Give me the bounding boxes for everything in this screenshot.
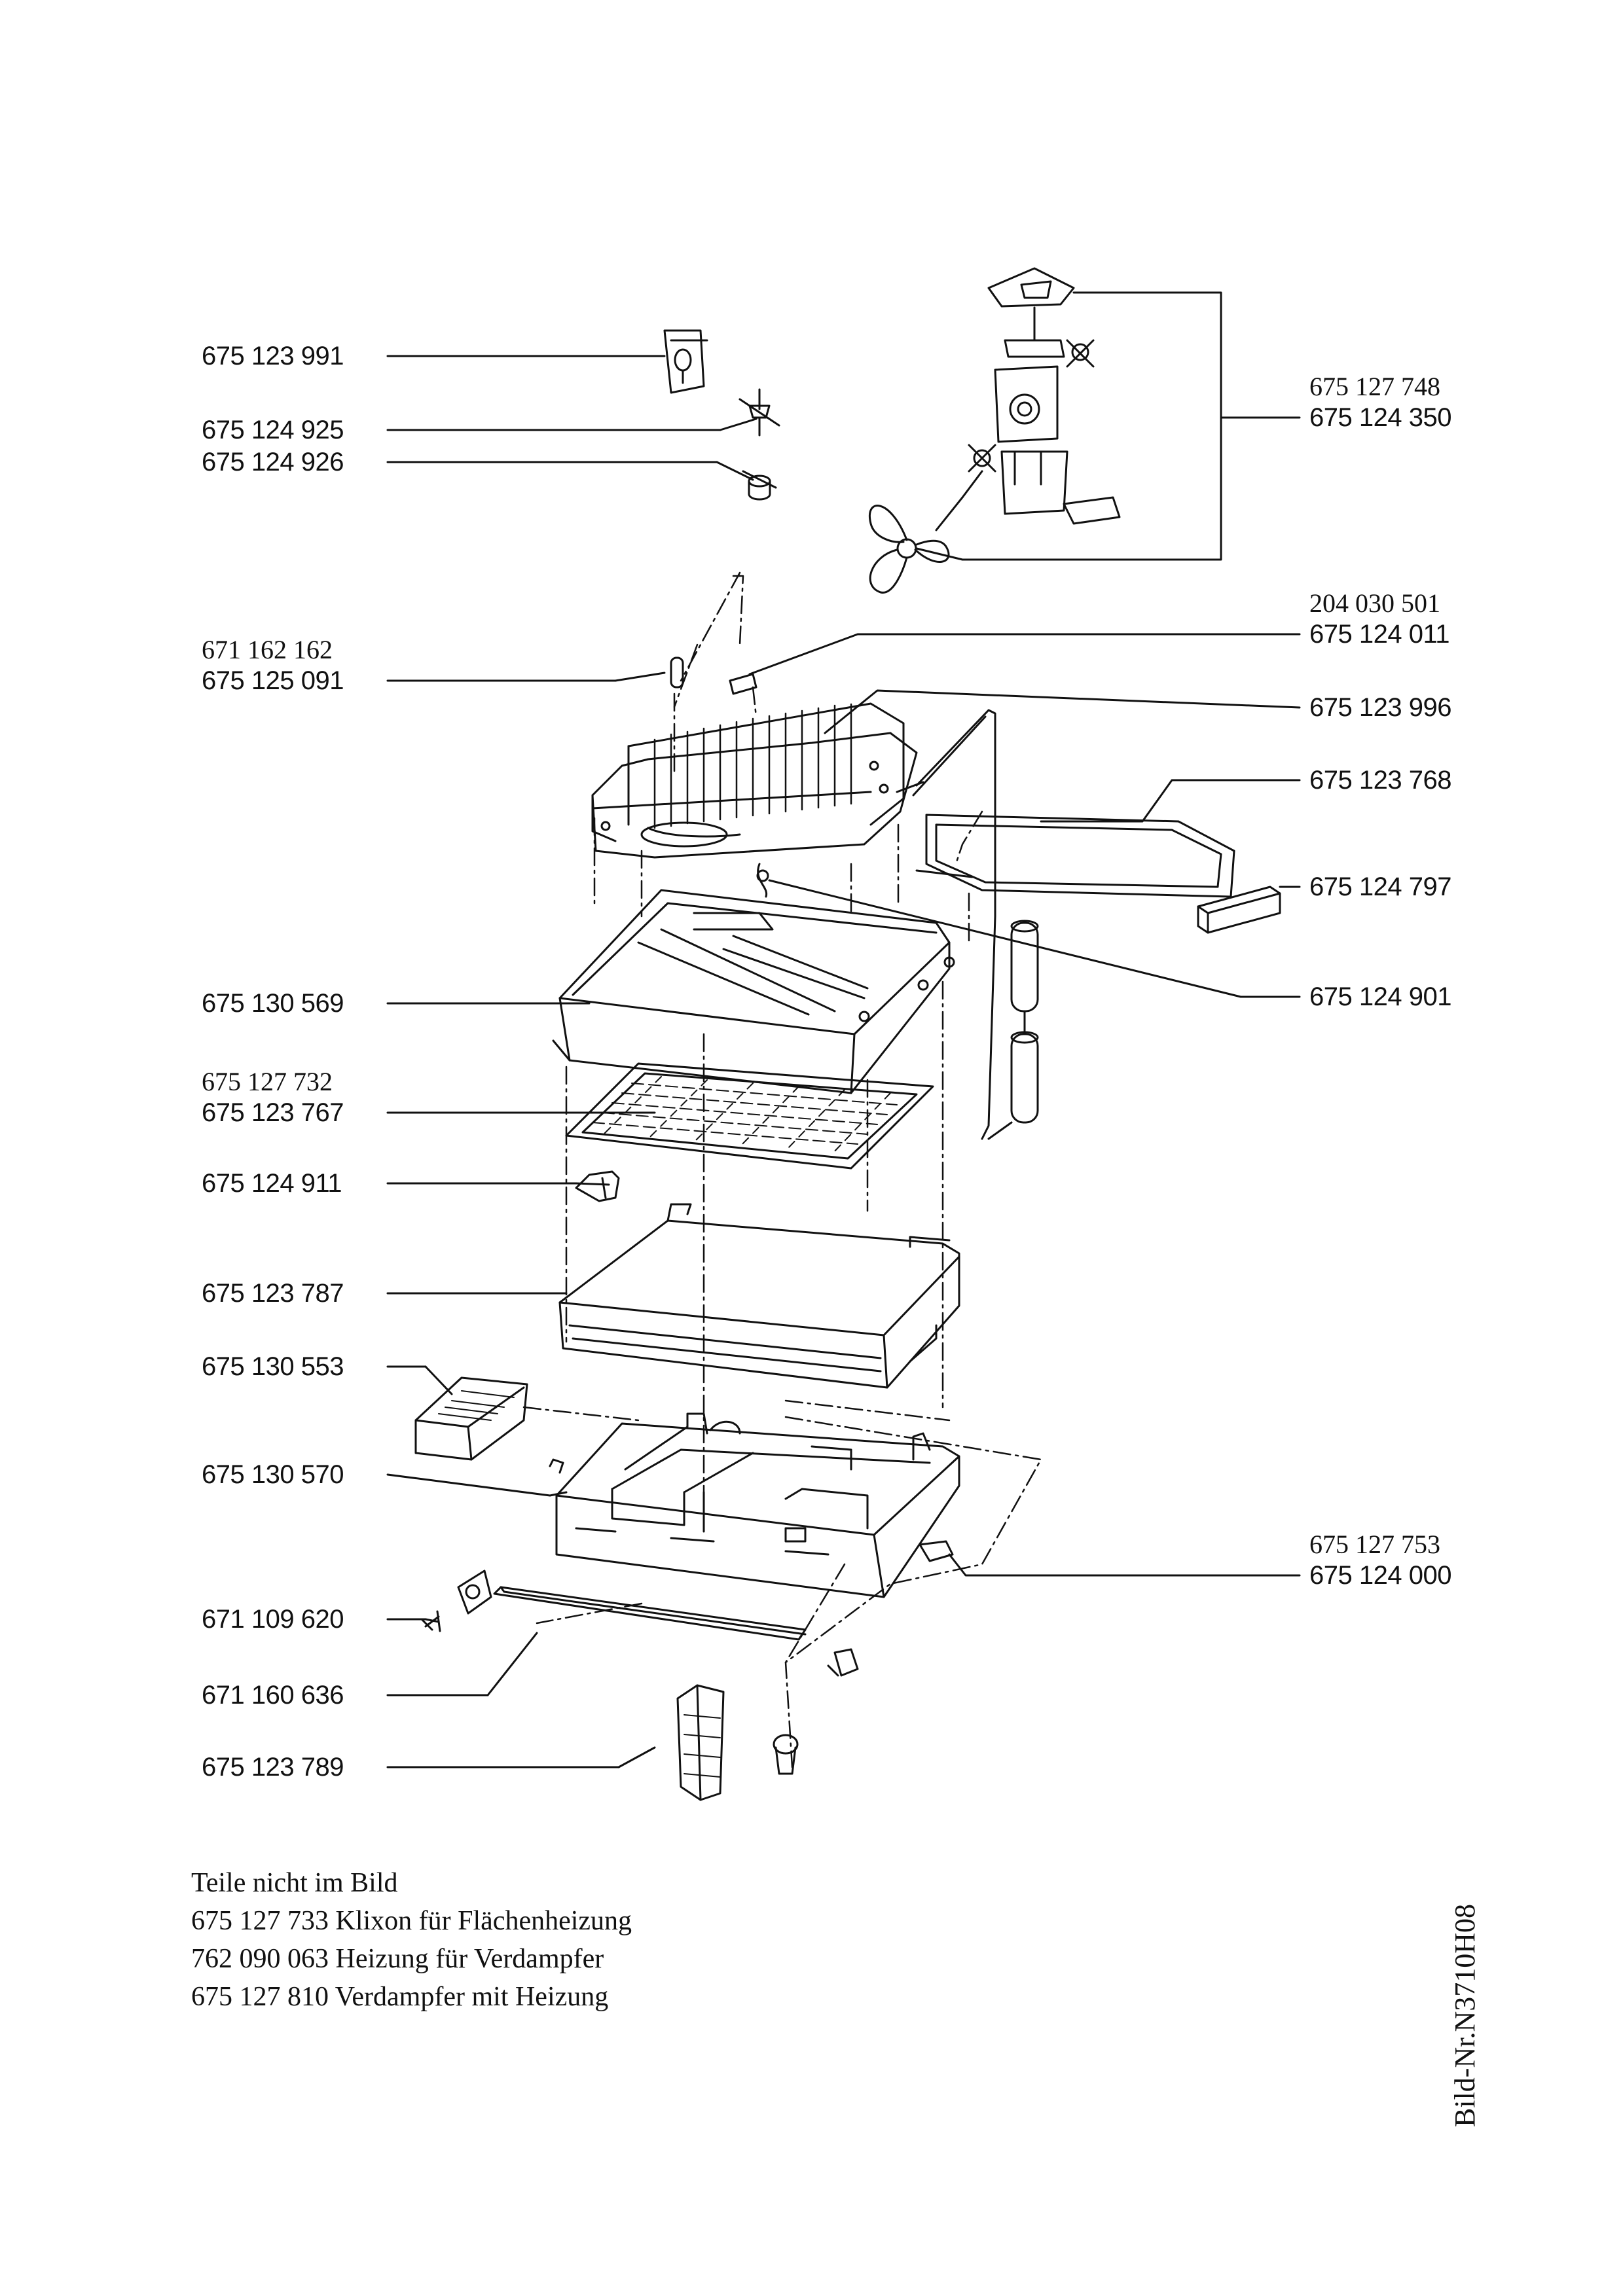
- part-number-label: 675 124 925: [202, 416, 344, 444]
- part-tray-675-130-569: [552, 889, 955, 1094]
- alt-part-number-label: 675 127 748: [1309, 372, 1440, 401]
- note-item: 762 090 063 Heizung für Verdampfer: [191, 1944, 604, 1974]
- assembly-lines: [522, 571, 1042, 1768]
- part-cover: [558, 1203, 960, 1389]
- note-item: 675 127 810 Verdampfer mit Heizung: [191, 1982, 609, 2012]
- part-675-124-000: [919, 1540, 954, 1562]
- part-strip: [493, 1586, 807, 1641]
- alt-part-number-label: 671 162 162: [202, 635, 333, 664]
- part-675-125-091: [670, 656, 757, 695]
- part-number-label: 675 125 091: [202, 666, 344, 695]
- part-number-label: 675 124 901: [1309, 982, 1451, 1011]
- part-675-123-991: [663, 329, 708, 394]
- part-base: [549, 1412, 960, 1598]
- leader-lines-left: [386, 355, 757, 1768]
- part-evaporator: [591, 702, 996, 1140]
- part-number-label: 671 109 620: [202, 1605, 344, 1634]
- part-number-label: 675 124 011: [1309, 620, 1450, 649]
- part-capacitors: [987, 920, 1039, 1140]
- part-number-label: 675 123 996: [1309, 693, 1451, 722]
- part-number-label: 675 130 553: [202, 1352, 344, 1381]
- part-675-124-797: [1197, 886, 1281, 934]
- alt-part-number-label: 675 127 732: [202, 1067, 333, 1096]
- part-bushings: [773, 1648, 859, 1775]
- part-number-label: 675 123 787: [202, 1279, 344, 1308]
- part-heater-frame: [915, 814, 1235, 898]
- part-number-label: 675 124 350: [1309, 403, 1451, 432]
- drawing-number: Bild-Nr.N3710H08: [1449, 1904, 1481, 2127]
- part-number-label: 675 124 926: [202, 448, 344, 476]
- part-number-label: 675 130 570: [202, 1460, 344, 1489]
- part-number-label: 675 124 797: [1309, 872, 1451, 901]
- note-item: 675 127 733 Klixon für Flächenheizung: [191, 1906, 632, 1936]
- part-fan-assembly: [869, 267, 1121, 594]
- part-number-label: 671 160 636: [202, 1681, 344, 1710]
- part-number-label: 675 130 569: [202, 989, 344, 1018]
- parts-not-shown: Teile nicht im Bild 675 127 733 Klixon f…: [191, 1864, 632, 2016]
- part-number-label: 675 123 789: [202, 1753, 344, 1782]
- part-number-label: 675 124 000: [1309, 1561, 1451, 1590]
- notes-heading: Teile nicht im Bild: [191, 1868, 398, 1898]
- part-switch: [421, 1570, 492, 1632]
- part-connector: [676, 1684, 725, 1801]
- leader-lines-right: [748, 291, 1301, 1577]
- part-number-label: 675 123 768: [1309, 766, 1451, 795]
- alt-part-number-label: 675 127 753: [1309, 1530, 1440, 1559]
- part-screws: [739, 388, 780, 501]
- alt-part-number-label: 204 030 501: [1309, 588, 1440, 618]
- part-grid-panel: [565, 1062, 934, 1170]
- part-675-124-911: [575, 1170, 620, 1202]
- part-number-label: 675 123 767: [202, 1098, 344, 1127]
- part-number-label: 675 123 991: [202, 342, 344, 370]
- part-filter: [414, 1376, 528, 1461]
- part-number-label: 675 124 911: [202, 1169, 342, 1198]
